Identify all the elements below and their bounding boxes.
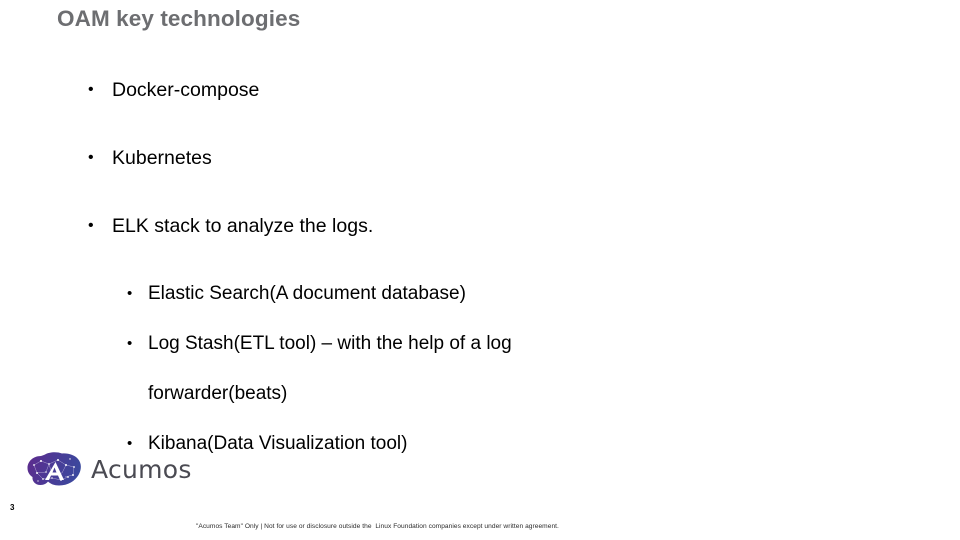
list-item-label: ELK stack to analyze the logs. (112, 215, 374, 237)
list-item-label: Kubernetes (112, 147, 212, 169)
list-item-label: Elastic Search(A document database) (148, 283, 466, 304)
list-item-label: Kibana(Data Visualization tool) (148, 433, 408, 454)
list-item: • Elastic Search(A document database) (0, 282, 960, 332)
bullet-marker-icon: • (127, 435, 133, 452)
list-item: • Log Stash(ETL tool) – with the help of… (0, 332, 960, 382)
bullet-marker-icon: • (88, 81, 94, 98)
list-item-continuation: forwarder(beats) (0, 382, 960, 432)
list-item: • Docker-compose (0, 78, 960, 146)
slide-number: 3 (10, 503, 15, 512)
list-item-label: forwarder(beats) (148, 383, 288, 404)
page-title: OAM key technologies (57, 6, 301, 31)
acumos-wordmark: Acumos (91, 455, 192, 484)
footer-confidentiality-notice: "Acumos Team" Only | Not for use or disc… (196, 523, 559, 530)
list-item-label: Log Stash(ETL tool) – with the help of a… (148, 333, 512, 354)
bullet-marker-icon: • (127, 285, 133, 302)
slide-body: • Docker-compose • Kubernetes • ELK stac… (0, 78, 960, 482)
list-item-label: Docker-compose (112, 79, 260, 101)
acumos-logo: Acumos (26, 450, 192, 490)
list-item: • Kibana(Data Visualization tool) (0, 432, 960, 482)
bullet-marker-icon: • (88, 149, 94, 166)
bullet-marker-icon: • (88, 217, 94, 234)
acumos-brain-logo-icon (27, 452, 81, 486)
bullet-marker-icon: • (127, 335, 133, 352)
list-item: • Kubernetes (0, 146, 960, 214)
list-item: • ELK stack to analyze the logs. (0, 214, 960, 282)
